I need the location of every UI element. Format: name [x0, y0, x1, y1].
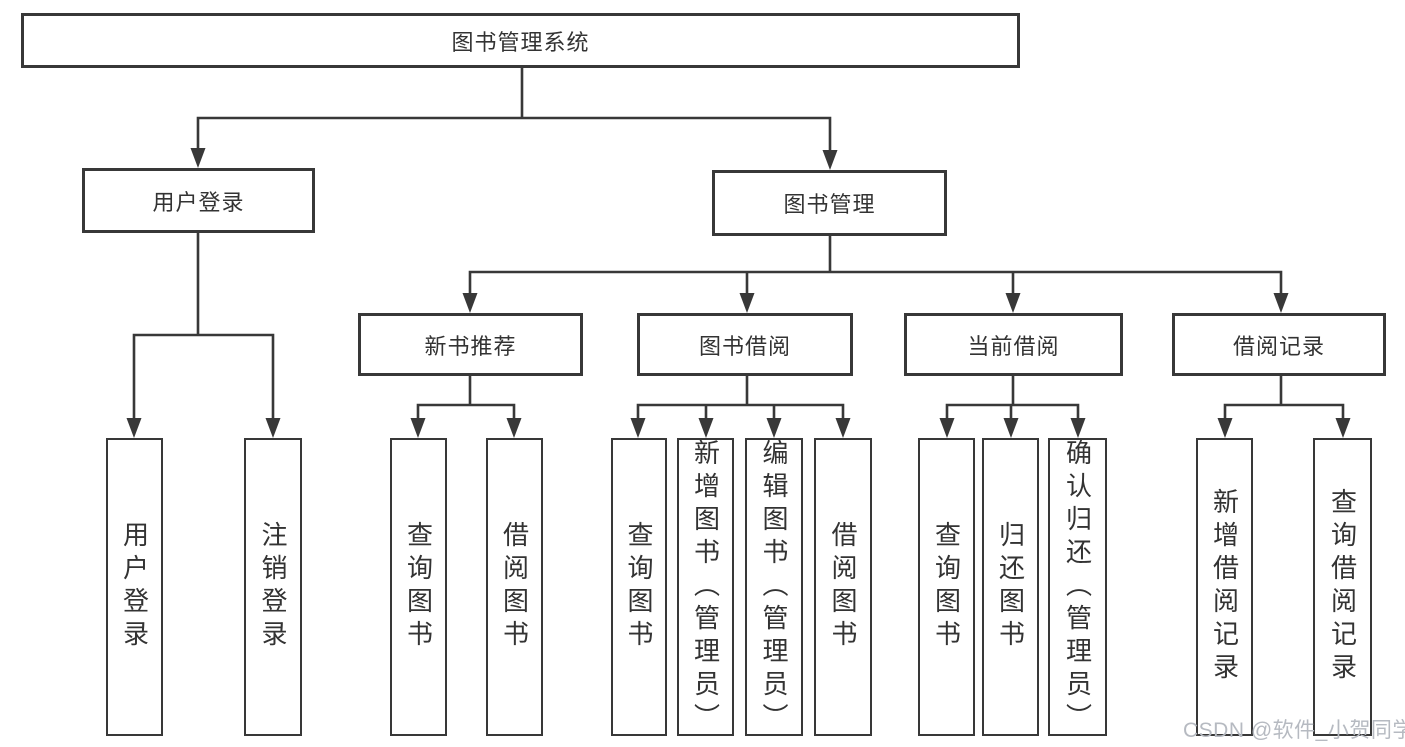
- leaf-label: 借阅图书: [499, 521, 530, 653]
- arrowheads: [126, 148, 1351, 438]
- leaf-confirm-return-admin: 确认归还（管理员）: [1048, 438, 1107, 736]
- node-book-borrowing: 图书借阅: [637, 313, 853, 376]
- node-label: 新书推荐: [424, 333, 517, 359]
- node-library-system: 图书管理系统: [21, 13, 1020, 68]
- leaf-label: 新增借阅记录: [1209, 488, 1240, 686]
- leaf-label: 编辑图书（管理员）: [759, 438, 789, 736]
- node-label: 当前借阅: [967, 333, 1060, 359]
- leaf-label: 查询图书: [931, 521, 962, 653]
- leaf-label: 借阅图书: [828, 521, 858, 653]
- leaf-return-books: 归还图书: [982, 438, 1039, 736]
- leaf-user-login: 用户登录: [106, 438, 163, 736]
- node-book-management: 图书管理: [712, 170, 947, 236]
- leaf-add-borrow-record: 新增借阅记录: [1196, 438, 1253, 736]
- leaf-label: 新增图书（管理员）: [690, 438, 721, 736]
- leaf-query-borrow-record: 查询借阅记录: [1313, 438, 1372, 736]
- leaf-label: 注销登录: [258, 521, 288, 653]
- watermark-text: CSDN @软件_小贺同学: [1183, 719, 1405, 742]
- leaf-logout: 注销登录: [244, 438, 302, 736]
- leaf-label: 归还图书: [995, 521, 1026, 653]
- leaf-borrow-books-borrowing: 借阅图书: [814, 438, 872, 736]
- leaf-query-books-current: 查询图书: [918, 438, 975, 736]
- node-borrowing-records: 借阅记录: [1172, 313, 1386, 376]
- leaf-label: 查询图书: [624, 521, 654, 653]
- leaf-label: 确认归还（管理员）: [1062, 438, 1093, 736]
- leaf-label: 查询图书: [403, 521, 434, 653]
- node-user-login: 用户登录: [82, 168, 315, 233]
- leaf-add-books-admin: 新增图书（管理员）: [677, 438, 734, 736]
- node-label: 用户登录: [152, 189, 245, 215]
- node-label: 借阅记录: [1232, 333, 1325, 359]
- node-label: 图书管理: [783, 192, 876, 217]
- node-new-book-recommendation: 新书推荐: [358, 313, 583, 376]
- leaf-label: 用户登录: [119, 521, 150, 653]
- connector-lines: [132, 65, 1345, 428]
- node-label: 图书借阅: [698, 333, 791, 359]
- leaf-query-books-borrowing: 查询图书: [611, 438, 667, 736]
- node-current-borrowing: 当前借阅: [904, 313, 1123, 376]
- leaf-query-books-recommend: 查询图书: [390, 438, 447, 736]
- node-label: 图书管理系统: [451, 29, 590, 55]
- leaf-edit-books-admin: 编辑图书（管理员）: [745, 438, 803, 736]
- leaf-label: 查询借阅记录: [1327, 488, 1358, 686]
- leaf-borrow-books-recommend: 借阅图书: [486, 438, 543, 736]
